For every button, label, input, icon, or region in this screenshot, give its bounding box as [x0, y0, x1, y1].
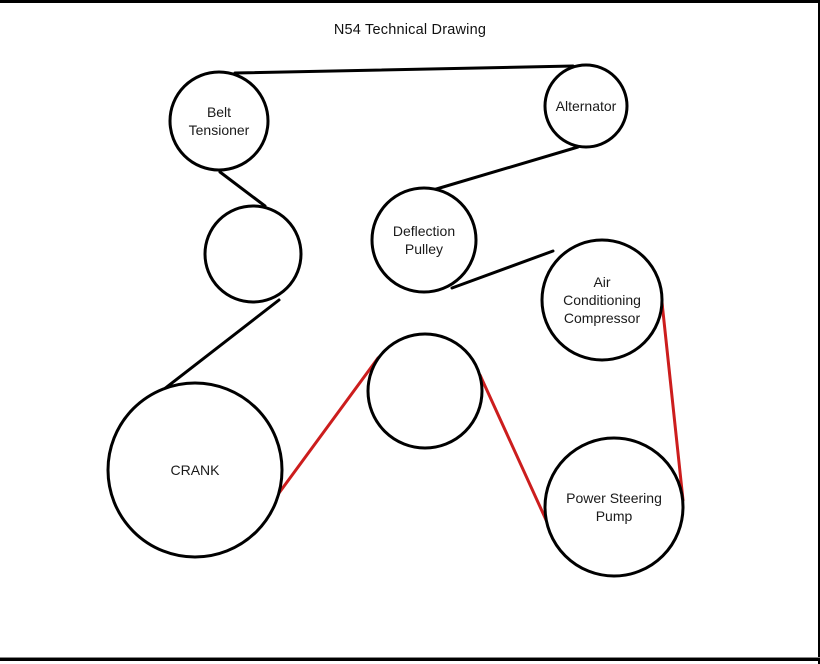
- pulley-idler-center: [366, 332, 484, 450]
- frame-top-border: [0, 0, 820, 3]
- frame-bottom-border: [0, 658, 820, 661]
- pulley-crank: CRANK: [106, 381, 284, 559]
- pulley-label-alternator: Alternator: [556, 98, 617, 114]
- pulley-circle-deflection-pulley: [370, 186, 478, 294]
- pulley-circle-air-conditioning-compressor: [540, 238, 664, 362]
- belt-segment-crank-to-center-idler: [266, 356, 380, 510]
- belt-segment-center-idler-to-psp: [478, 373, 554, 535]
- belt-segment-tensioner-to-alternator: [233, 64, 575, 75]
- pulley-circle-idler-upper: [203, 204, 303, 304]
- drawing-title: N54 Technical Drawing: [333, 22, 487, 38]
- pulley-circle-idler-center: [366, 332, 484, 450]
- belt-segment-tensioner-to-idler: [218, 170, 267, 208]
- pulley-circle-crank: [106, 381, 284, 559]
- pulley-alternator: Alternator: [543, 63, 629, 149]
- pulley-circle-belt-tensioner: [168, 70, 270, 172]
- belt-segment-deflection-to-ac: [450, 249, 555, 290]
- belt-segment-idler-to-crank: [148, 298, 281, 402]
- pulley-idler-upper: [203, 204, 303, 304]
- pulley-label-crank: CRANK: [170, 462, 220, 478]
- pulley-circle-alternator: [543, 63, 629, 149]
- frame-right-border: [818, 0, 820, 664]
- pulley-circle-power-steering-pump: [543, 436, 685, 578]
- belt-segment-alternator-to-deflection: [431, 145, 580, 192]
- belt-segment-ac-to-psp: [659, 291, 685, 502]
